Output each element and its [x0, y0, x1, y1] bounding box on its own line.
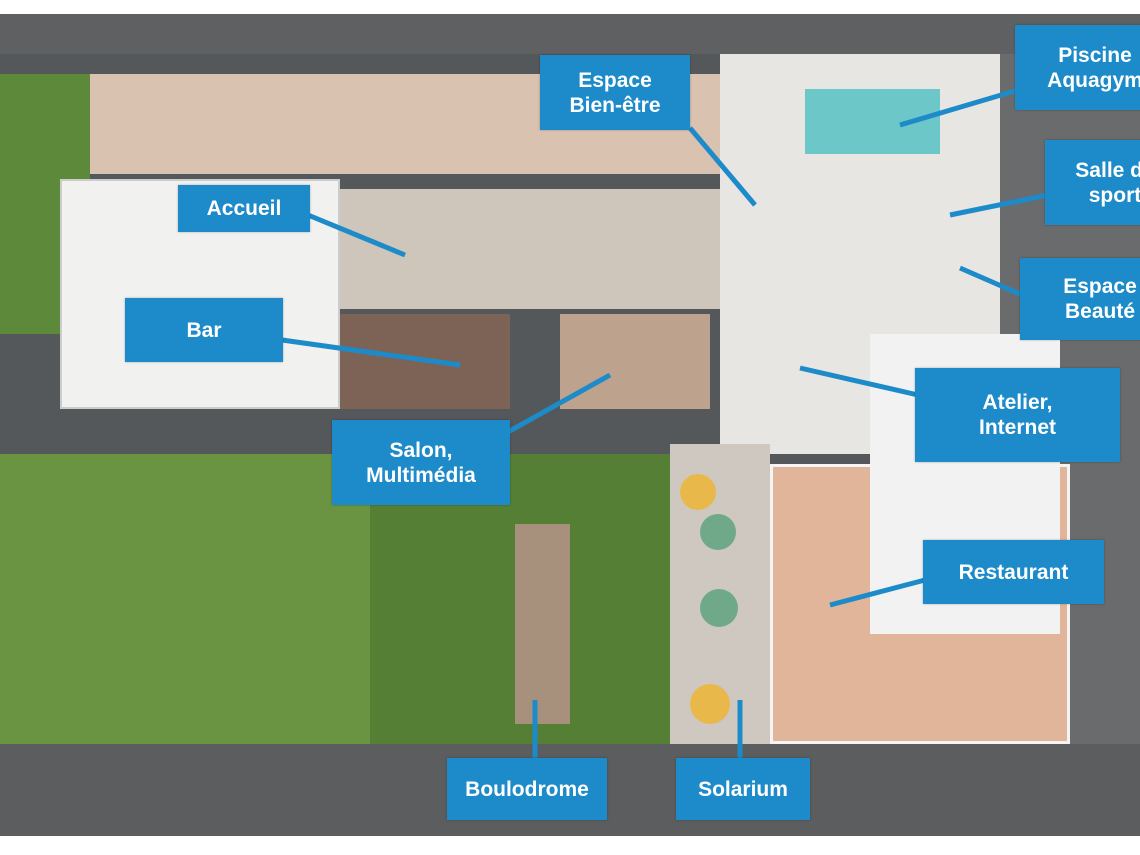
label-solarium: Solarium [676, 758, 810, 820]
label-bar: Bar [125, 298, 283, 362]
central-rooms [340, 189, 760, 309]
salon-area [560, 314, 710, 409]
parasol [680, 474, 716, 510]
leader-line [959, 265, 1023, 298]
parasol [700, 589, 738, 627]
label-boulodrome: Boulodrome [447, 758, 607, 820]
label-restaurant: Restaurant [923, 540, 1104, 604]
label-espace-beaute: Espace Beauté [1020, 258, 1140, 340]
parasol [700, 514, 736, 550]
leader-line [307, 212, 406, 258]
leader-line [506, 372, 612, 435]
label-espace-bien-etre: Espace Bien-être [540, 55, 690, 130]
leader-line [829, 577, 926, 608]
label-piscine-aquagym: Piscine Aquagym [1015, 25, 1140, 110]
label-salon-multimedia: Salon, Multimédia [332, 420, 510, 505]
leader-line [899, 87, 1019, 128]
label-accueil: Accueil [178, 185, 310, 232]
leader-line [799, 365, 919, 398]
leader-line [281, 337, 461, 368]
label-atelier-internet: Atelier, Internet [915, 368, 1120, 462]
boulodrome-court [515, 524, 570, 724]
garden-left [0, 454, 370, 744]
leader-line [949, 192, 1049, 218]
top-road [0, 14, 1140, 54]
parasol [690, 684, 730, 724]
label-salle-de-sport: Salle de sport [1045, 140, 1140, 225]
leader-line [688, 126, 757, 207]
